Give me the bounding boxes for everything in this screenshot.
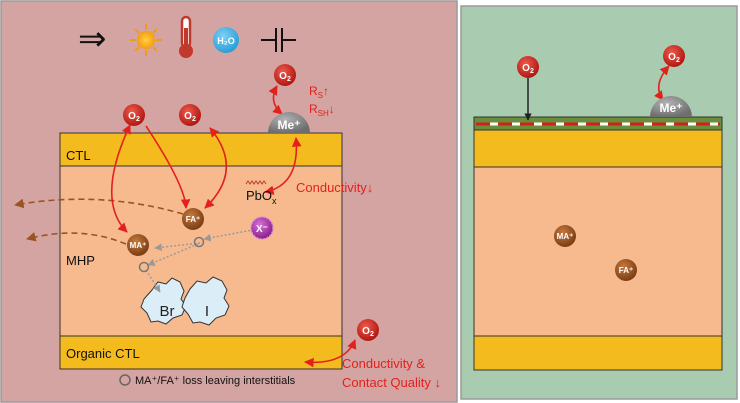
svg-text:O2: O2: [362, 326, 374, 338]
organic-ctl-layer-right: [473, 335, 723, 371]
ctl-layer: [59, 132, 343, 167]
vacancy-legend-icon: [119, 374, 131, 386]
capacitor-bias-icon: [261, 28, 296, 52]
o2-reaction-arrow-right: [654, 65, 670, 101]
br-crystal: Br: [140, 277, 187, 325]
svg-text:O2: O2: [522, 63, 534, 75]
svg-text:X⁻: X⁻: [256, 224, 268, 235]
interstitial-vacancy: [138, 261, 150, 273]
organic-ctl-layer: [59, 335, 343, 370]
conductivity-top-label: Conductivity↓: [296, 180, 373, 195]
ctl-layer-right: [473, 129, 723, 168]
stressor-legend: ⇒ H₂O: [78, 15, 296, 58]
mhp-layer-right: [473, 166, 723, 337]
svg-text:O2: O2: [184, 111, 196, 123]
reaction-arrows: [110, 85, 357, 368]
water-icon: H₂O: [213, 27, 239, 53]
left-device-stack: CTL MHP Organic CTL: [59, 132, 343, 370]
svg-text:O2: O2: [128, 111, 140, 123]
arrow-symbol: ⇒: [78, 20, 107, 58]
o2-molecule: O2: [357, 319, 379, 341]
svg-text:FA⁺: FA⁺: [186, 215, 200, 224]
h2o-label: H₂O: [217, 36, 235, 46]
cation-escape-arrows: [14, 198, 184, 245]
organic-ctl-label: Organic CTL: [66, 346, 140, 361]
o2-molecule: O2: [179, 104, 201, 126]
i-crystal: I: [181, 276, 230, 326]
o2-molecule: O2: [274, 64, 296, 86]
pbox-label: PbOx: [246, 188, 277, 206]
fa-cation-left: FA⁺: [182, 208, 204, 230]
svg-text:Me⁺: Me⁺: [659, 101, 682, 115]
svg-text:MA⁺: MA⁺: [557, 232, 574, 241]
conductivity-bottom-line2: Contact Quality ↓: [342, 375, 441, 390]
ma-cation-left: MA⁺: [127, 234, 149, 256]
svg-text:MA⁺: MA⁺: [130, 241, 147, 250]
mhp-label: MHP: [66, 253, 95, 268]
o2-molecule-right: O2: [663, 45, 685, 67]
rsh-label: RSH↓: [309, 102, 335, 118]
ma-cation-right: MA⁺: [554, 225, 576, 247]
sun-icon: [130, 24, 162, 56]
interstitial-note: MA⁺/FA⁺ loss leaving interstitials: [135, 375, 296, 387]
pbox-wavy-line: [245, 180, 267, 185]
metal-ion-right: Me⁺: [650, 96, 692, 117]
svg-text:O2: O2: [668, 52, 680, 64]
rs-label: RS↑: [309, 84, 329, 100]
interstitial-paths: [145, 228, 259, 293]
metal-ion-left: Me⁺: [268, 112, 310, 133]
o2-molecule: O2: [123, 104, 145, 126]
conductivity-bottom-line1: Conductivity &: [342, 356, 425, 371]
ctl-label: CTL: [66, 148, 91, 163]
me-label-left: Me⁺: [277, 118, 300, 132]
right-device-stack: [473, 116, 723, 371]
br-label: Br: [160, 303, 175, 320]
interstitial-vacancy: [193, 236, 205, 248]
i-label: I: [205, 303, 209, 320]
thermometer-icon: [179, 15, 193, 58]
halide-anion-x: X⁻: [250, 216, 274, 240]
svg-text:FA⁺: FA⁺: [619, 266, 633, 275]
fa-cation-right: FA⁺: [615, 259, 637, 281]
svg-text:O2: O2: [279, 71, 291, 83]
o2-molecule-right: O2: [517, 56, 539, 78]
